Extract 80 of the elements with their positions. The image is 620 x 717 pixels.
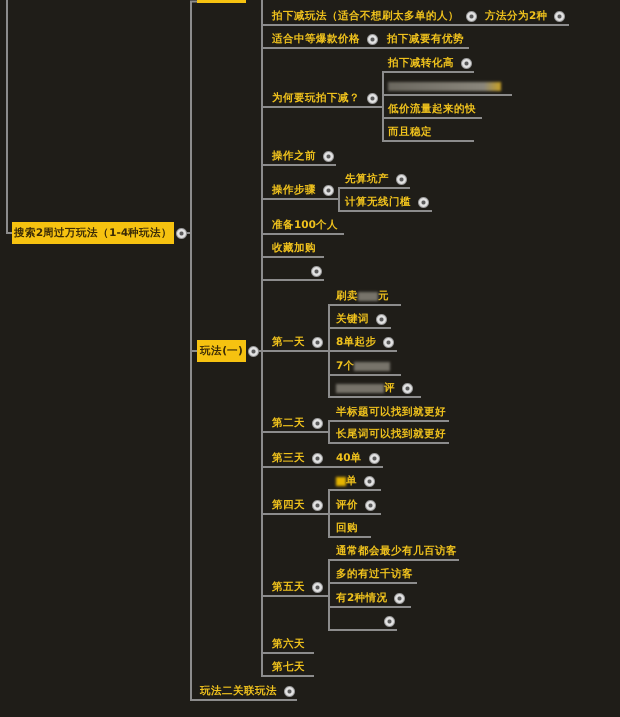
branch-topic: 第六天 (268, 636, 314, 654)
topic-box: 搜索2周过万玩法（1-4种玩法） (12, 222, 174, 244)
connector-line (326, 431, 333, 444)
branch-topic (333, 473, 381, 491)
topic-text: 方法分为2种 (485, 9, 548, 23)
branch-topic (268, 497, 326, 515)
connector-line (326, 327, 333, 352)
branch-topic (268, 182, 336, 200)
topic-text: 有2种情况 (336, 591, 388, 605)
topic-text: 玩法二关联玩法 (200, 684, 277, 698)
topic-text: 为何要玩拍下减？ (272, 91, 360, 105)
branch-topic (333, 288, 401, 306)
branch-topic (268, 31, 380, 49)
branch-topic (271, 8, 480, 26)
topic-text: 操作之前 (272, 149, 316, 163)
topic-text: 8单起步 (336, 335, 376, 349)
topic-text: 评 (384, 381, 395, 395)
connector-line (326, 582, 333, 597)
topic-text: 关键词 (336, 312, 369, 326)
connector-line (480, 24, 485, 26)
topic-text: 第四天 (272, 498, 305, 512)
topic-text: 第五天 (272, 580, 305, 594)
branch-topic (333, 450, 383, 468)
branch-topic (268, 450, 326, 468)
branch-topic (333, 380, 421, 398)
branch-topic (268, 334, 326, 352)
connector-line (336, 198, 342, 212)
connector-line (326, 489, 333, 515)
branch-topic: 半标题可以找到就更好 (333, 404, 449, 422)
topic-text: 操作步骤 (272, 183, 316, 197)
topic-text: 第一天 (272, 335, 305, 349)
topic-text: 拍下减转化高 (388, 56, 454, 70)
branch-topic (333, 311, 391, 329)
topic-text: 适合中等爆款价格 (272, 32, 360, 46)
topic-text: 计算无线门槛 (345, 195, 411, 209)
topic-box: 玩法(一) (197, 340, 246, 362)
branch-topic: 长尾词可以找到就更好 (333, 426, 449, 444)
connector-line (380, 47, 385, 49)
topic-text: 第二天 (272, 416, 305, 430)
topic-text: 拍下减玩法（适合不想刷太多单的人） (272, 9, 459, 23)
branch-topic (342, 194, 432, 212)
connector-line (6, 0, 12, 234)
topic-text: 40单 (336, 451, 362, 465)
branch-topic (268, 579, 326, 597)
branch-topic (333, 334, 397, 352)
connector-line (326, 466, 333, 468)
branch-topic: 收藏加购 (268, 240, 324, 258)
topic-text: 刷卖 (336, 289, 358, 303)
connector-line (259, 279, 268, 352)
branch-topic (268, 415, 326, 433)
branch-topic (485, 8, 569, 26)
branch-topic (333, 497, 381, 515)
branch-topic: 拍下减要有优势 (385, 31, 469, 49)
branch-topic: 而且稳定 (386, 124, 474, 142)
connector-line (326, 513, 333, 538)
branch-topic: 低价流量起来的快 (386, 101, 482, 119)
branch-topic (386, 55, 474, 73)
connector-line (380, 94, 386, 108)
topic-text: 单 (346, 474, 357, 488)
topic-text: 第三天 (272, 451, 305, 465)
empty-branch-line (333, 613, 397, 631)
branch-topic: 多的有过千访客 (333, 566, 417, 584)
branch-topic: 第七天 (268, 659, 314, 677)
empty-branch-line (268, 263, 324, 281)
branch-topic (197, 683, 297, 701)
topic-text: 先算坑产 (345, 172, 389, 186)
branch-topic: 通常都会最少有几百访客 (333, 543, 459, 561)
branch-topic (333, 358, 401, 376)
topic-text: 7个 (336, 359, 354, 373)
connector-line (336, 187, 342, 200)
branch-topic (342, 171, 410, 189)
connector-line (187, 0, 197, 234)
branch-topic (268, 90, 380, 108)
branch-topic: 回购 (333, 520, 371, 538)
branch-topic (268, 148, 336, 166)
branch-topic (333, 590, 411, 608)
connector-line (326, 420, 333, 433)
topic-text: 元 (378, 289, 389, 303)
branch-topic: 准备100个人 (268, 217, 344, 235)
topic-text: 评价 (336, 498, 358, 512)
